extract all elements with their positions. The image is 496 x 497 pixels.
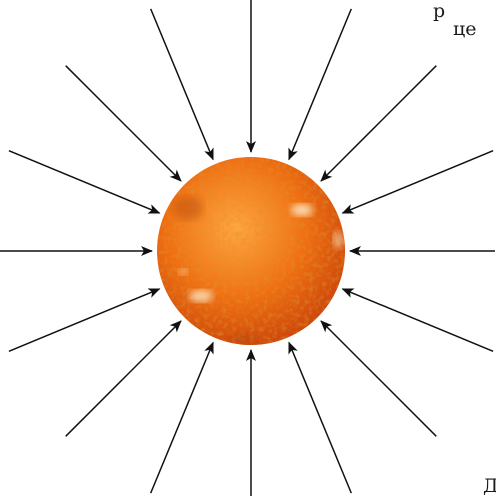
gravity-arrow — [9, 289, 160, 351]
gravity-arrow — [66, 66, 181, 181]
gravity-arrow — [343, 151, 494, 213]
sun-dark-region — [173, 196, 203, 220]
gravity-arrow — [9, 151, 160, 213]
clipped-text-fragment: р — [433, 2, 445, 21]
gravity-arrow — [343, 289, 494, 351]
clipped-text-fragment: це — [453, 20, 476, 39]
sun-dark-region — [229, 333, 257, 345]
gravity-arrow — [66, 321, 181, 436]
sun-bright-spot — [189, 290, 213, 302]
gravity-arrow — [289, 343, 351, 494]
clipped-text-fragment: Д — [483, 477, 496, 496]
gravity-arrow — [321, 321, 436, 436]
sun-bright-spot — [178, 269, 188, 275]
sun-bright-spot — [291, 204, 313, 216]
sun-image — [157, 157, 345, 345]
gravity-arrow — [321, 66, 436, 181]
gravity-arrow — [151, 9, 213, 160]
sun-bright-spot — [333, 231, 343, 249]
sun-granulation — [157, 157, 345, 345]
gravity-arrow — [151, 343, 213, 494]
gravity-arrow — [289, 9, 351, 160]
